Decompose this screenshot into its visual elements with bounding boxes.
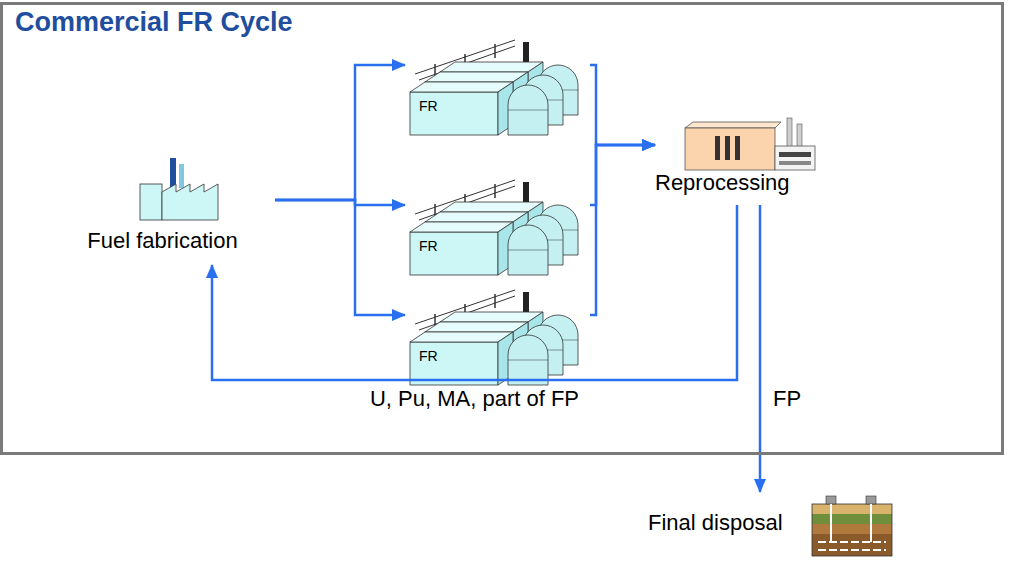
factory-hall — [162, 184, 218, 220]
reactor-node: FR — [405, 180, 590, 275]
ground-layer — [812, 504, 892, 514]
factory-block — [140, 184, 162, 220]
reprocessing-plant-icon — [685, 118, 815, 170]
ground-layer — [812, 524, 892, 534]
frame-region: Commercial FR CycleFuel fabricationFRFRF… — [0, 2, 1004, 455]
repository-icon — [812, 496, 892, 556]
chimney — [797, 124, 802, 148]
shaft-head — [866, 496, 876, 504]
flow-arrow — [590, 145, 655, 205]
roof — [685, 122, 781, 128]
flow-arrow — [275, 65, 405, 200]
reactor-plant-icon — [410, 290, 578, 385]
reactor-plant-icon — [410, 180, 578, 275]
ground-layer — [812, 514, 892, 524]
reactor-node: FR — [405, 40, 590, 135]
window — [715, 136, 720, 160]
ground-outline — [812, 504, 892, 556]
window — [779, 161, 811, 165]
shaft-head — [826, 496, 836, 504]
diagram-title: Commercial FR Cycle — [15, 7, 293, 38]
tunnel — [818, 541, 886, 543]
fabrication-node: Fuel fabrication — [50, 150, 275, 265]
node-label: FR — [419, 238, 438, 254]
flow-label: U, Pu, MA, part of FP — [367, 386, 582, 411]
window — [725, 136, 730, 160]
disposal-node: Final disposal — [640, 492, 895, 560]
flow-arrow — [759, 205, 762, 492]
shaft — [870, 504, 872, 542]
annex — [775, 146, 815, 170]
window — [779, 152, 811, 157]
node-label: Final disposal — [648, 510, 783, 535]
chimney — [170, 158, 176, 188]
node-label: Fuel fabrication — [87, 228, 237, 253]
flow-arrow — [275, 200, 405, 315]
flow-arrow — [212, 205, 737, 380]
chimney — [787, 118, 792, 148]
flow-arrow — [590, 65, 655, 145]
reprocessing-node: Reprocessing — [655, 115, 830, 205]
flow-label: FP — [770, 386, 804, 411]
chimney — [179, 164, 184, 188]
ground-layer — [812, 534, 892, 556]
factory-icon — [140, 158, 218, 220]
node-label: Reprocessing — [655, 170, 790, 195]
node-label: FR — [419, 348, 438, 364]
tunnel — [818, 549, 886, 551]
reactor-plant-icon — [410, 40, 578, 135]
flow-arrow — [590, 145, 655, 315]
window — [735, 136, 740, 160]
shaft — [830, 504, 832, 542]
main-building — [685, 128, 775, 170]
reactor-node: FR — [405, 290, 590, 385]
node-label: FR — [419, 98, 438, 114]
